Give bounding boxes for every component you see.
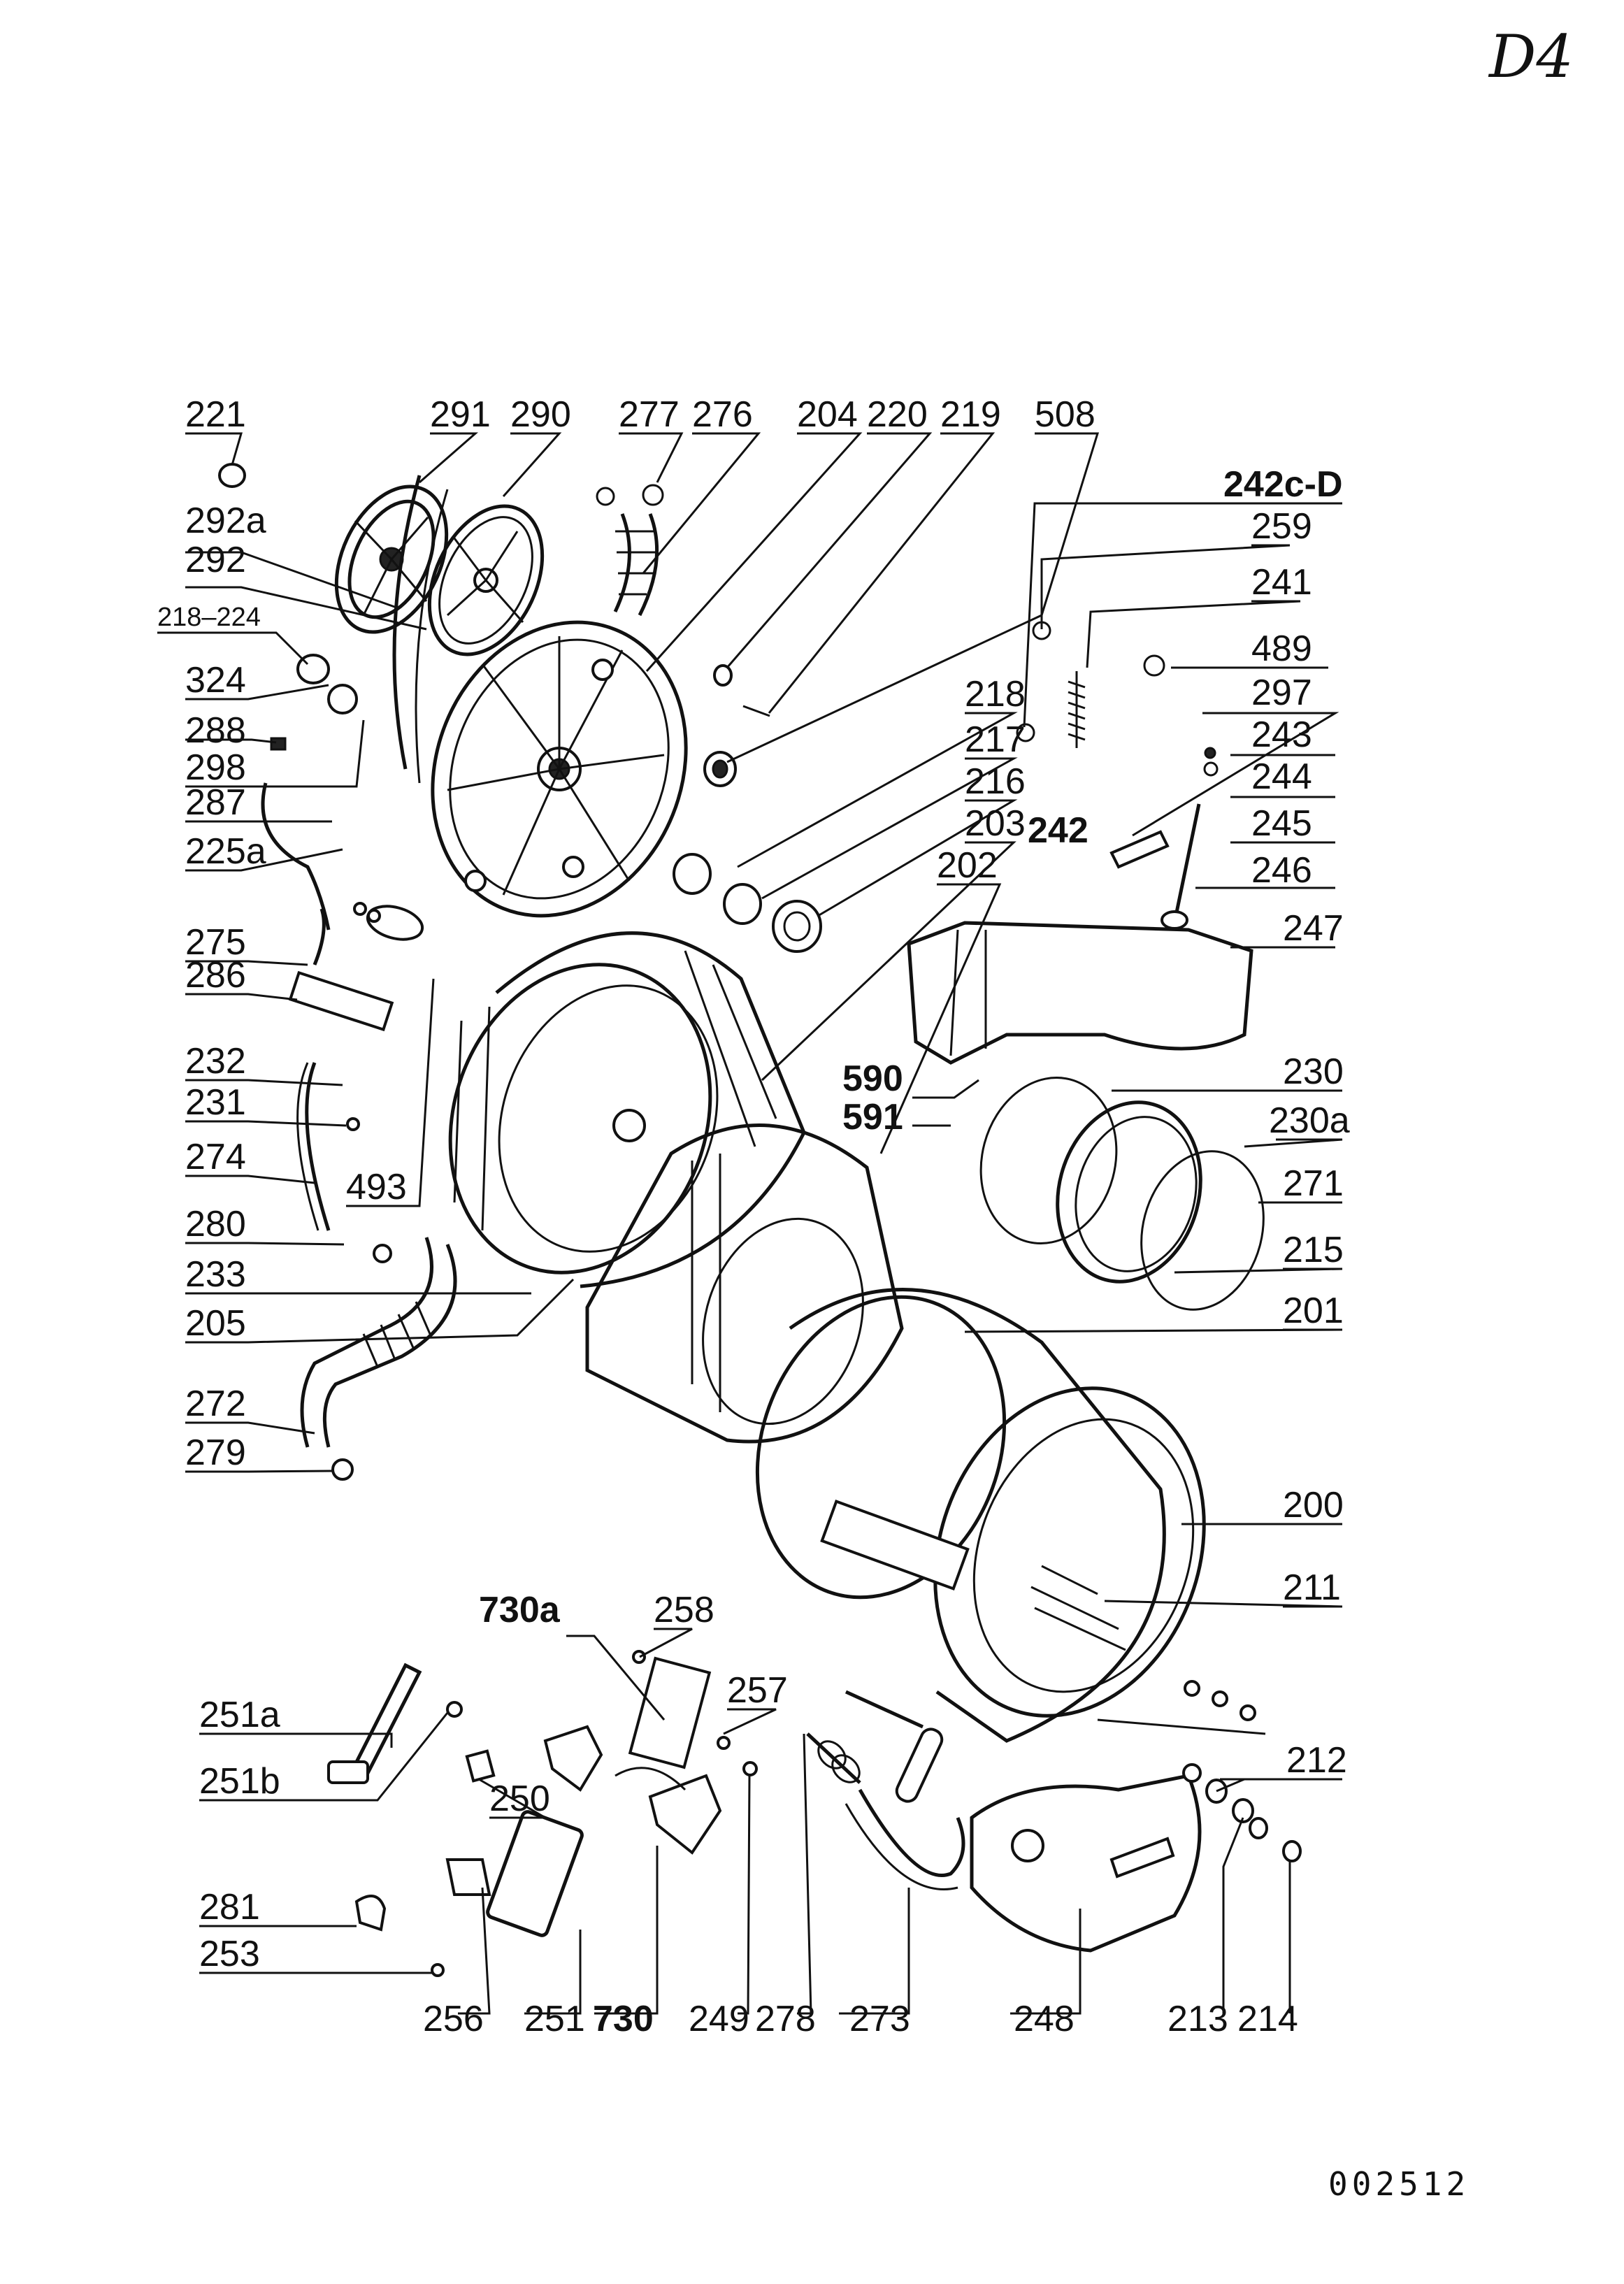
callout-242: 242 xyxy=(1028,810,1088,851)
callout-225a: 225a xyxy=(185,831,266,872)
callout-213: 213 xyxy=(1167,1999,1228,2039)
sheet-tag: D4 xyxy=(1488,22,1574,91)
callout-276: 276 xyxy=(692,394,753,435)
callout-256: 256 xyxy=(423,1999,484,2039)
callout-297: 297 xyxy=(1251,673,1312,713)
callout-233: 233 xyxy=(185,1254,246,1295)
callout-290: 290 xyxy=(510,394,571,435)
callout-200: 200 xyxy=(1283,1485,1344,1525)
callout-281: 281 xyxy=(199,1887,260,1927)
rear-tub-cover xyxy=(431,620,688,918)
callout-232: 232 xyxy=(185,1041,246,1082)
callout-247: 247 xyxy=(1283,908,1344,949)
callout-214: 214 xyxy=(1237,1999,1298,2039)
door-seal-rings xyxy=(979,1077,1265,1311)
callout-201: 201 xyxy=(1283,1291,1344,1331)
callout-275: 275 xyxy=(185,922,246,963)
callout-241: 241 xyxy=(1251,562,1312,603)
callout-298: 298 xyxy=(185,747,246,788)
lower-counterweight xyxy=(970,1763,1302,1953)
leader-lines xyxy=(157,432,1343,2015)
callout-272: 272 xyxy=(185,1384,246,1424)
callout-220: 220 xyxy=(867,394,928,435)
callout-279: 279 xyxy=(185,1432,246,1473)
callout-274: 274 xyxy=(185,1137,246,1177)
document-number: 002512 xyxy=(1328,2165,1469,2203)
callout-215: 215 xyxy=(1283,1230,1344,1270)
callout-493: 493 xyxy=(346,1167,407,1207)
callout-259: 259 xyxy=(1251,506,1312,547)
callout-230a: 230a xyxy=(1269,1100,1350,1141)
top-hose xyxy=(596,484,664,617)
callout-730a: 730a xyxy=(479,1590,561,1630)
callout-244: 244 xyxy=(1251,756,1312,797)
callout-292a: 292a xyxy=(185,501,266,541)
callout-202: 202 xyxy=(937,845,998,886)
callout-203: 203 xyxy=(965,803,1026,844)
callout-286: 286 xyxy=(185,955,246,996)
callout-257: 257 xyxy=(727,1670,788,1711)
callout-211: 211 xyxy=(1283,1567,1341,1608)
part-drawings xyxy=(218,463,1302,1977)
callout-251b: 251b xyxy=(199,1761,280,1802)
callout-218-224: 218–224 xyxy=(157,603,261,632)
callout-292: 292 xyxy=(185,540,246,580)
shock-absorber xyxy=(806,1690,965,1890)
heater-and-hoses xyxy=(218,463,424,1231)
callout-590: 590 xyxy=(842,1058,903,1099)
callout-labels: 221 291 290 277 276 204 220 219 508 242c… xyxy=(157,394,1350,2039)
drain-hose xyxy=(300,1237,457,1481)
callout-204: 204 xyxy=(797,394,858,435)
callout-250: 250 xyxy=(489,1779,550,1819)
drum xyxy=(448,931,806,1288)
callout-249: 249 xyxy=(689,1999,749,2039)
callout-324: 324 xyxy=(185,660,246,701)
callout-218: 218 xyxy=(965,674,1026,714)
callout-251a: 251a xyxy=(199,1695,280,1735)
lower-hardware xyxy=(327,1650,758,1977)
callout-205: 205 xyxy=(185,1303,246,1344)
callout-288: 288 xyxy=(185,710,246,751)
callout-212: 212 xyxy=(1286,1740,1347,1781)
callout-248: 248 xyxy=(1014,1999,1075,2039)
front-tub xyxy=(755,1288,1256,1743)
outer-tub xyxy=(585,1123,904,1444)
bearing-hardware xyxy=(673,664,822,953)
callout-216: 216 xyxy=(965,761,1026,802)
callout-245: 245 xyxy=(1251,803,1312,844)
callout-217: 217 xyxy=(965,719,1026,760)
callout-273: 273 xyxy=(849,1999,910,2039)
suspension-parts xyxy=(1016,621,1219,930)
callout-271: 271 xyxy=(1283,1163,1344,1204)
counterweight xyxy=(907,921,1253,1065)
callout-278: 278 xyxy=(755,1999,816,2039)
callout-291: 291 xyxy=(430,394,491,435)
callout-221: 221 xyxy=(185,394,246,435)
callout-242c-d: 242c-D xyxy=(1223,464,1343,505)
callout-253: 253 xyxy=(199,1934,260,1974)
callout-591: 591 xyxy=(842,1097,903,1137)
callout-243: 243 xyxy=(1251,714,1312,755)
callout-508: 508 xyxy=(1035,394,1095,435)
pulley-assembly xyxy=(334,475,545,784)
callout-730: 730 xyxy=(593,1999,654,2039)
callout-231: 231 xyxy=(185,1082,246,1123)
callout-230: 230 xyxy=(1283,1051,1344,1092)
callout-246: 246 xyxy=(1251,850,1312,891)
callout-219: 219 xyxy=(940,394,1001,435)
callout-280: 280 xyxy=(185,1204,246,1244)
callout-251: 251 xyxy=(524,1999,585,2039)
callout-277: 277 xyxy=(619,394,680,435)
callout-489: 489 xyxy=(1251,629,1312,669)
callout-258: 258 xyxy=(654,1590,714,1630)
callout-287: 287 xyxy=(185,782,246,823)
